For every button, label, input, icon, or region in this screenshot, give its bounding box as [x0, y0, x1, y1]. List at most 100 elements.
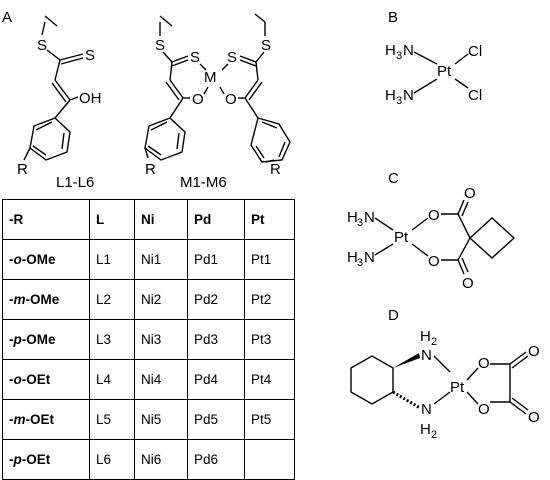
r-position: o: [13, 372, 22, 387]
cell-r-group: -p-OMe: [2, 319, 90, 360]
cell-r-group: -m-OMe: [2, 279, 90, 320]
atom-s-left-methyl: S: [155, 37, 165, 54]
r-prefix: -: [9, 332, 14, 347]
cell-r-group: -m-OEt: [2, 399, 90, 440]
atom-h-d1: H: [420, 328, 431, 345]
atom-o-d1: O: [478, 355, 490, 372]
panel-label-a: A: [2, 9, 12, 26]
atom-sub-d1: 2: [431, 336, 437, 348]
r-substituent: -OEt: [21, 372, 51, 387]
atom-h-b2: H: [385, 87, 396, 104]
cisplatin-structure: H 3 N Pt Cl H 3 N Cl: [385, 42, 482, 107]
r-prefix: -: [9, 292, 14, 307]
cell-pt: Pt2: [244, 279, 295, 320]
atom-r-right: R: [270, 161, 281, 178]
table-header-row: -R L Ni Pd Pt: [2, 199, 295, 240]
atom-metal: M: [204, 69, 217, 86]
atom-h-c1: H: [347, 209, 358, 226]
atom-sub-b2: 3: [396, 95, 402, 107]
panel-label-d: D: [388, 307, 399, 324]
cell-r-group: -o-OEt: [2, 359, 90, 400]
atom-pt-c: Pt: [394, 229, 409, 246]
wedge-bond-upper: [393, 353, 420, 368]
cell-r-group: -o-OMe: [2, 239, 90, 280]
cell-l: L1: [89, 239, 135, 280]
header-r: -R: [2, 199, 90, 240]
atom-o-left: O: [192, 91, 204, 108]
atom-o-c-carbonyl1: O: [464, 185, 476, 202]
atom-s-left-thione: S: [190, 49, 200, 66]
cell-pt: [244, 439, 295, 480]
atom-h-d2: H: [420, 421, 431, 438]
ligand-label: L1-L6: [56, 174, 94, 191]
atom-o-c-carbonyl2: O: [462, 275, 474, 292]
r-substituent: -OEt: [21, 452, 51, 467]
cell-l: L4: [89, 359, 135, 400]
atom-o-c1: O: [428, 207, 440, 224]
figure-canvas: A B C D S S OH R L1-L6: [2, 9, 540, 441]
atom-cl-b2: Cl: [468, 87, 482, 104]
cell-pt: Pt3: [244, 319, 295, 360]
atom-r-ligand: R: [17, 161, 28, 178]
cell-l: L5: [89, 399, 135, 440]
r-substituent: -OEt: [25, 412, 55, 427]
atom-n-d2: N: [421, 401, 432, 418]
atom-o-d2: O: [478, 401, 490, 418]
cell-pd: Pd5: [187, 399, 245, 440]
atom-pt-b: Pt: [437, 63, 452, 80]
atom-n-c1: N: [364, 209, 375, 226]
atom-sub-b1: 3: [396, 50, 402, 62]
oxaliplatin-structure: H 2 N Pt N H 2 O O O O: [350, 328, 540, 441]
r-position: m: [13, 292, 26, 307]
atom-h-b1: H: [385, 42, 396, 59]
atom-s-right-thione: S: [227, 49, 237, 66]
complex-structure: S S O M S S O R: [144, 13, 291, 191]
cell-l: L3: [89, 319, 135, 360]
cell-ni: Ni3: [134, 319, 188, 360]
cell-ni: Ni4: [134, 359, 188, 400]
atom-n-c2: N: [364, 249, 375, 266]
atom-n-d1: N: [421, 347, 432, 364]
cell-l: L6: [89, 439, 135, 480]
carboplatin-structure: H 3 N Pt H 3 N O O O O: [347, 185, 516, 292]
atom-h-c2: H: [347, 249, 358, 266]
cell-ni: Ni5: [134, 399, 188, 440]
r-position: p: [13, 452, 22, 467]
r-position: p: [13, 332, 22, 347]
atom-n-b2: N: [403, 87, 414, 104]
atom-sub-d2: 2: [431, 429, 437, 441]
atom-cl-b1: Cl: [468, 43, 482, 60]
atom-s-thione: S: [85, 47, 95, 64]
r-substituent: -OMe: [21, 332, 56, 347]
atom-sub-c2: 3: [357, 257, 363, 269]
atom-o-right: O: [225, 91, 237, 108]
cell-pt: Pt4: [244, 359, 295, 400]
cell-pd: Pd6: [187, 439, 245, 480]
cell-pd: Pd2: [187, 279, 245, 320]
header-l: L: [89, 199, 135, 240]
r-substituent: -OMe: [21, 252, 56, 267]
r-substituent: -OMe: [25, 292, 60, 307]
r-prefix: -: [9, 412, 14, 427]
atom-n-b1: N: [403, 42, 414, 59]
atom-o-c2: O: [428, 253, 440, 270]
cell-ni: Ni6: [134, 439, 188, 480]
atom-s-right-methyl: S: [261, 37, 271, 54]
atom-pt-d: Pt: [450, 379, 465, 396]
header-pd: Pd: [187, 199, 245, 240]
cyclohexane-ring: [350, 355, 394, 405]
cell-pt: Pt1: [244, 239, 295, 280]
r-position: o: [13, 252, 22, 267]
cell-pd: Pd1: [187, 239, 245, 280]
cell-ni: Ni1: [134, 239, 188, 280]
atom-o-d-carbonyl1: O: [528, 343, 540, 360]
atom-oh: OH: [79, 90, 102, 107]
atom-s-methyl: S: [37, 37, 47, 54]
